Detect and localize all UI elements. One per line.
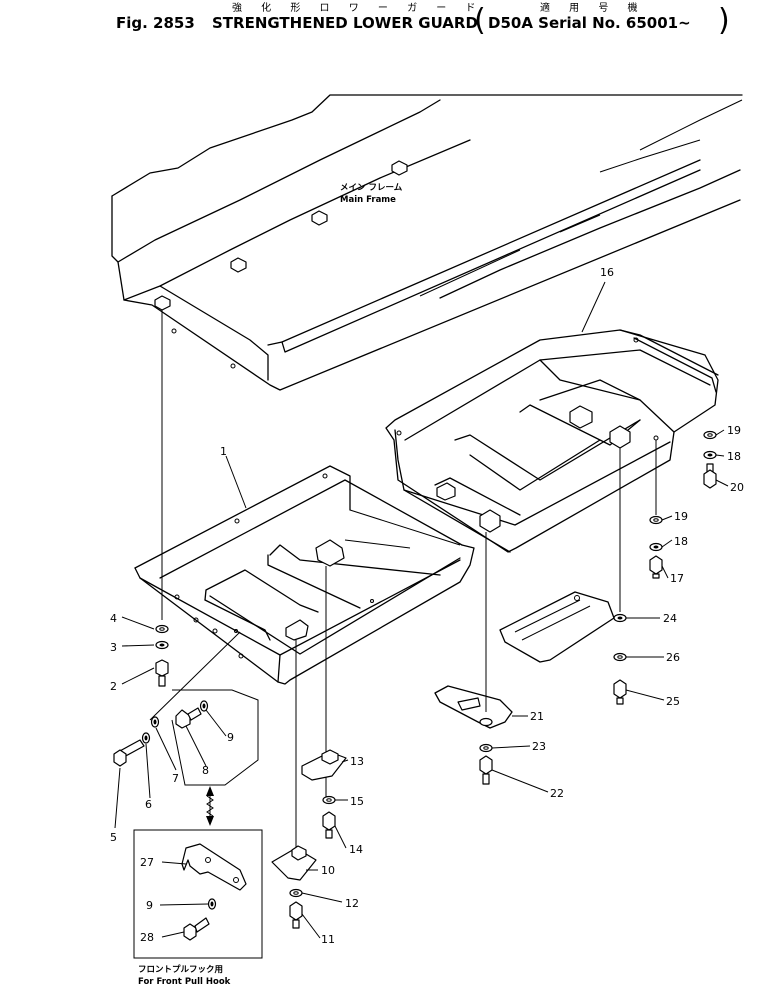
bolt-5 [113, 739, 145, 767]
callout-9-upper: 9 [227, 731, 234, 744]
pull-hook-27 [181, 843, 247, 891]
bolt-20 [703, 463, 717, 489]
main-frame-label: Main Frame [340, 195, 396, 205]
detail-leader [149, 631, 241, 721]
callout-18-upper: 18 [727, 450, 741, 463]
spring-washer-3 [155, 640, 169, 650]
washer-24 [613, 613, 627, 623]
callout-12: 12 [345, 897, 359, 910]
washer-26 [613, 652, 627, 662]
plate-washer-21 [479, 717, 493, 727]
washer-7 [150, 716, 160, 728]
washer-23 [479, 743, 493, 753]
alignment-lines [161, 310, 657, 850]
cover-plate-24 [499, 591, 615, 663]
spring-washer-18-upper [703, 450, 717, 460]
spring-washer-9-inset [207, 898, 217, 910]
bolt-17 [649, 555, 663, 579]
washer-19-upper [703, 430, 717, 440]
applicable-japanese: 適 用 号 機 [540, 1, 646, 14]
double-arrow [206, 786, 214, 826]
callout-24: 24 [663, 612, 677, 625]
bolt-28 [183, 917, 210, 941]
pad-13 [301, 749, 347, 781]
callout-6: 6 [145, 798, 152, 811]
washer-19-lower [649, 515, 663, 525]
bolt-14 [322, 811, 336, 839]
open-paren: ( [474, 3, 486, 38]
callout-14: 14 [349, 843, 363, 856]
callout-27: 27 [140, 856, 154, 869]
callout-18-lower: 18 [674, 535, 688, 548]
callout-21: 21 [530, 710, 544, 723]
callout-1: 1 [220, 445, 227, 458]
callout-28: 28 [140, 931, 154, 944]
bolt-2 [155, 659, 169, 687]
pull-hook-inset-frame [133, 829, 263, 959]
washer-4 [155, 624, 169, 634]
callout-9-inset: 9 [146, 899, 153, 912]
title-japanese: 強 化 形 ロ ワ ー ガ ー ド [232, 1, 483, 14]
main-frame [111, 94, 743, 391]
callout-2: 2 [110, 680, 117, 693]
close-paren: ) [718, 3, 730, 38]
figure-title: STRENGTHENED LOWER GUARD [212, 14, 478, 32]
callout-15: 15 [350, 795, 364, 808]
callout-7: 7 [172, 772, 179, 785]
callout-23: 23 [532, 740, 546, 753]
spring-washer-6 [141, 732, 151, 744]
callout-20: 20 [730, 481, 744, 494]
pull-hook-caption-jp: フロントプルフック用 [138, 964, 223, 975]
callout-19-lower: 19 [674, 510, 688, 523]
pad-10 [271, 845, 317, 881]
callout-26: 26 [666, 651, 680, 664]
pull-hook-caption: For Front Pull Hook [138, 977, 231, 987]
main-frame-label-jp: メイン フレーム [340, 183, 403, 193]
callout-8: 8 [202, 764, 209, 777]
callout-10: 10 [321, 864, 335, 877]
spring-washer-18-lower [649, 542, 663, 552]
callout-4: 4 [110, 612, 117, 625]
lower-guard-16 [385, 329, 719, 553]
lower-guard-1 [134, 465, 475, 685]
bolt-8 [175, 707, 202, 729]
figure-number: Fig. 2853 [116, 14, 195, 32]
callout-25: 25 [666, 695, 680, 708]
bolt-22 [479, 755, 493, 785]
serial-range: D50A Serial No. 65001~ [488, 14, 691, 32]
callout-3: 3 [110, 641, 117, 654]
callout-19-upper: 19 [727, 424, 741, 437]
callout-13: 13 [350, 755, 364, 768]
callout-5: 5 [110, 831, 117, 844]
callout-leaders [114, 281, 729, 939]
bolt-11 [289, 901, 303, 929]
callout-17: 17 [670, 572, 684, 585]
washer-15 [322, 795, 336, 805]
callout-22: 22 [550, 787, 564, 800]
bolt-25 [613, 679, 627, 705]
spring-washer-9 [199, 700, 209, 712]
washer-12 [289, 888, 303, 898]
callout-16: 16 [600, 266, 614, 279]
bracket-21 [434, 685, 513, 729]
detail-bracket-outline [171, 689, 259, 786]
callout-11: 11 [321, 933, 335, 946]
